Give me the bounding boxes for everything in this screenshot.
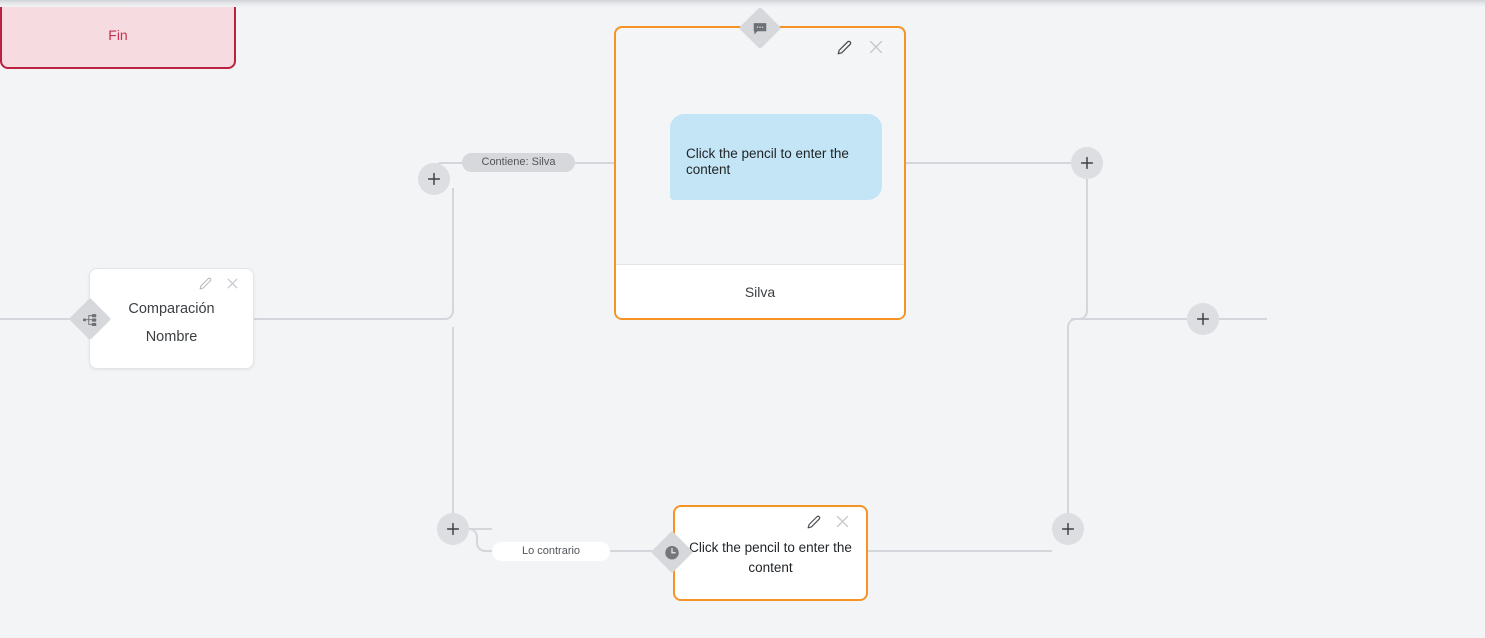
add-node-branch-true[interactable] bbox=[418, 163, 450, 195]
compare-node-subtitle: Nombre bbox=[145, 329, 198, 345]
compare-node-title: Comparación bbox=[128, 301, 215, 317]
message-bubble-text: Click the pencil to enter the content bbox=[686, 146, 849, 177]
message-node-footer: Silva bbox=[616, 264, 904, 318]
message-bubble: Click the pencil to enter the content bbox=[670, 114, 882, 200]
add-node-branch-false[interactable] bbox=[437, 513, 469, 545]
plus-icon bbox=[446, 522, 460, 536]
edge-delay-up bbox=[1067, 318, 1079, 535]
plus-icon bbox=[1061, 522, 1075, 536]
delay-node[interactable]: Click the pencil to enter the content bbox=[673, 505, 868, 601]
message-node-footer-label: Silva bbox=[744, 283, 776, 300]
speech-bubble-icon-badge bbox=[738, 6, 782, 50]
branch-icon bbox=[83, 312, 98, 327]
edge-label-contiene[interactable]: Contiene: Silva bbox=[462, 153, 575, 172]
branch-icon-badge bbox=[68, 297, 112, 341]
delay-node-text: Click the pencil to enter the content bbox=[689, 540, 852, 575]
plus-icon bbox=[1196, 312, 1210, 326]
add-node-after-message[interactable] bbox=[1071, 147, 1103, 179]
end-node[interactable]: Fin bbox=[0, 0, 236, 69]
pencil-icon[interactable] bbox=[837, 40, 852, 55]
close-icon[interactable] bbox=[868, 39, 884, 55]
add-node-before-end[interactable] bbox=[1187, 303, 1219, 335]
edge-compare-out bbox=[254, 310, 454, 320]
compare-node[interactable]: Comparación Nombre bbox=[89, 268, 254, 369]
add-node-after-delay[interactable] bbox=[1052, 513, 1084, 545]
plus-icon bbox=[427, 172, 441, 186]
clock-icon-badge bbox=[650, 530, 694, 574]
speech-bubble-icon bbox=[753, 21, 768, 36]
edge-message-down bbox=[1078, 179, 1088, 320]
close-icon[interactable] bbox=[835, 514, 850, 529]
edge-false-corner bbox=[468, 528, 492, 552]
message-node[interactable]: Click the pencil to enter the content Si… bbox=[614, 26, 906, 320]
clock-icon bbox=[664, 544, 681, 561]
close-icon[interactable] bbox=[226, 277, 239, 290]
delay-node-actions bbox=[807, 514, 850, 529]
edge-label-lo-contrario[interactable]: Lo contrario bbox=[492, 542, 610, 561]
pencil-icon[interactable] bbox=[807, 515, 821, 529]
compare-node-actions bbox=[199, 277, 239, 290]
plus-icon bbox=[1080, 156, 1094, 170]
end-node-label: Fin bbox=[108, 26, 128, 43]
message-node-actions bbox=[837, 39, 884, 55]
pencil-icon[interactable] bbox=[199, 277, 212, 290]
